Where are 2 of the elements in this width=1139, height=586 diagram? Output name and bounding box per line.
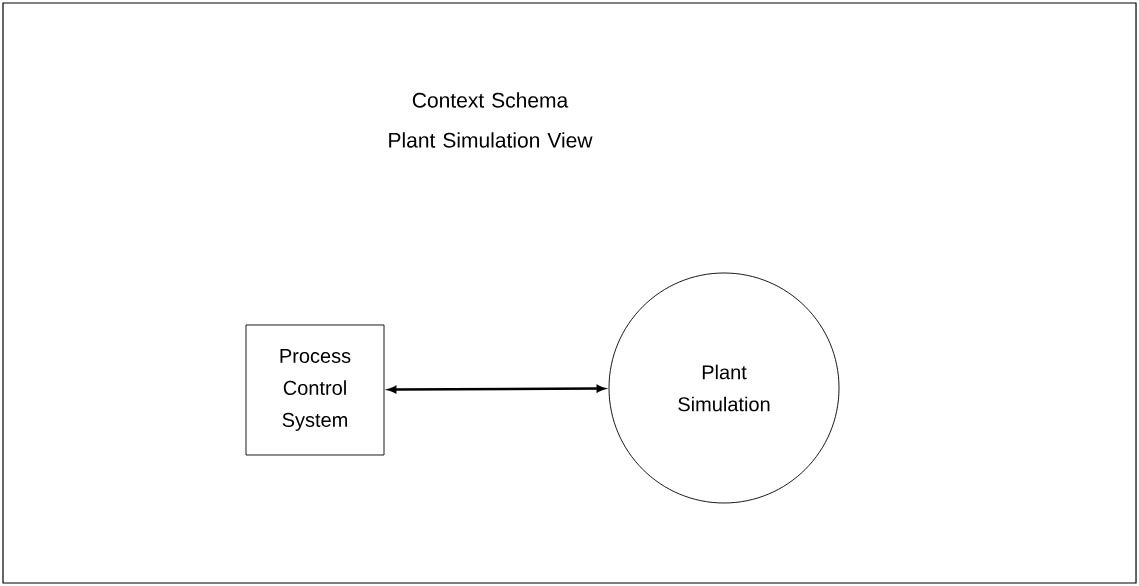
entity-box: Process Control System — [245, 324, 385, 456]
title: Context Schema Plant Simulation View — [389, 92, 593, 148]
